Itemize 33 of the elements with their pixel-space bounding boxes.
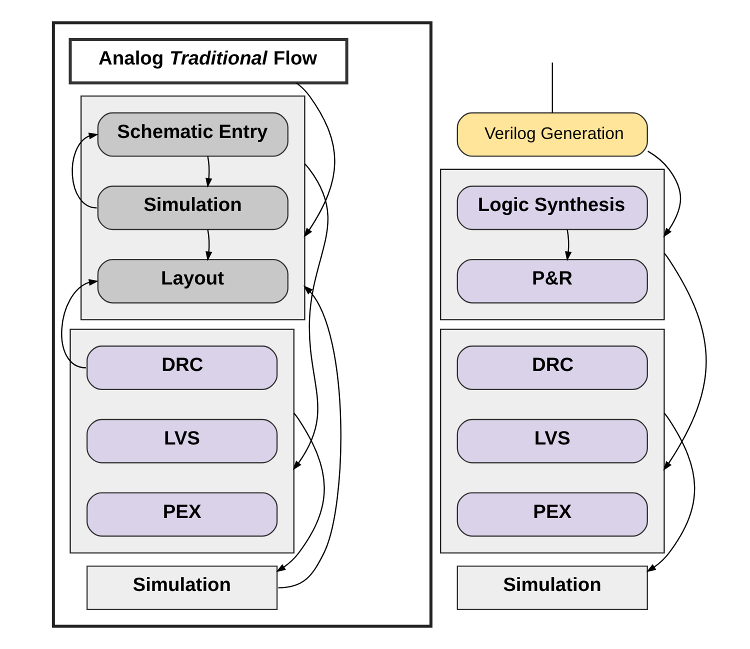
node-box: Simulation	[97, 186, 288, 230]
arrow	[292, 163, 328, 470]
node-box: Schematic Entry	[97, 112, 288, 157]
node-box: Logic Synthesis	[456, 186, 648, 230]
arrow	[296, 82, 336, 238]
connector	[552, 62, 553, 113]
node-box: LVS	[456, 418, 648, 464]
node-box: LVS	[86, 418, 278, 464]
arrow	[72, 132, 98, 208]
node-box: Layout	[97, 258, 288, 304]
cluster	[70, 328, 294, 554]
node-box: Simulation	[86, 566, 278, 610]
arrow	[206, 156, 212, 188]
cluster	[440, 168, 665, 320]
arrow	[206, 230, 212, 262]
arrow	[663, 252, 707, 471]
node-box: P&R	[456, 258, 648, 304]
cluster	[80, 95, 306, 320]
node-box: PEX	[86, 492, 278, 537]
node-box: Analog Traditional Flow	[68, 38, 348, 84]
node-box: PEX	[456, 492, 648, 537]
arrow	[646, 412, 696, 572]
arrow	[278, 285, 342, 588]
node-box: DRC	[456, 346, 648, 390]
arrow	[648, 150, 682, 238]
node-box: Verilog Generation	[456, 112, 648, 157]
arrow	[276, 412, 325, 572]
node-box: Simulation	[456, 566, 648, 610]
arrow	[565, 230, 572, 262]
node-box: DRC	[86, 346, 278, 390]
arrow	[61, 279, 98, 368]
cluster	[440, 328, 665, 554]
cluster	[52, 21, 432, 628]
